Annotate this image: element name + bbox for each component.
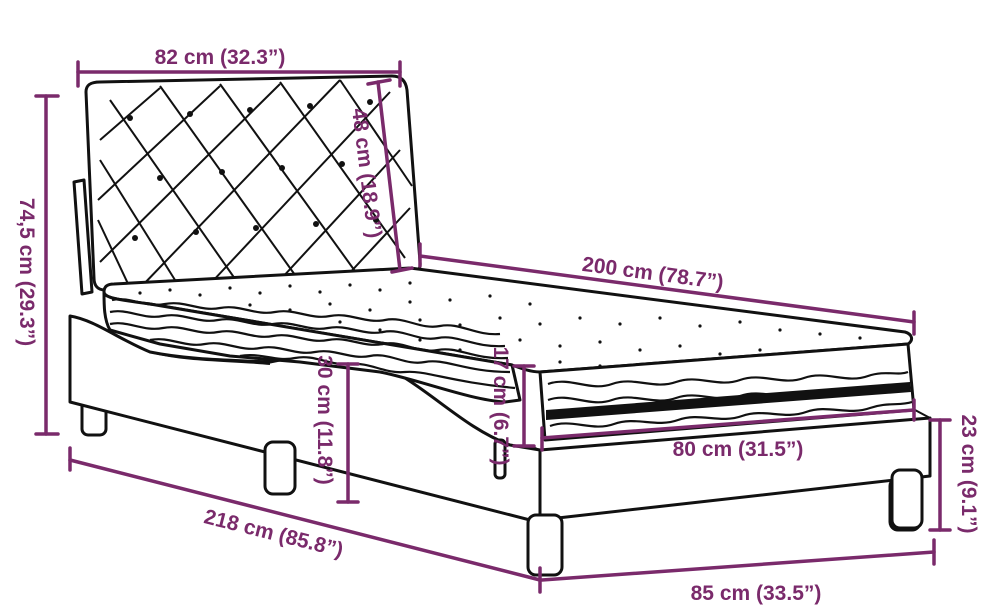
total-height-label: 74,5 cm (29.3”) bbox=[15, 198, 38, 346]
mattress-thickness-label: 17 cm (6.7”) bbox=[489, 346, 512, 465]
headboard-buttons bbox=[127, 99, 379, 241]
front-left-leg-a bbox=[263, 440, 297, 496]
foot-leg bbox=[890, 468, 924, 530]
total-width-label: 85 cm (33.5”) bbox=[691, 582, 822, 605]
inner-width-label: 80 cm (31.5”) bbox=[673, 438, 804, 461]
headboard-side bbox=[72, 178, 94, 296]
headboard-tufting bbox=[97, 79, 413, 289]
front-leg bbox=[526, 513, 564, 577]
side-height-label: 30 cm (11.8”) bbox=[313, 355, 336, 485]
leg-height-label: 23 cm (9.1”) bbox=[957, 414, 980, 533]
headboard-width-label: 82 cm (32.3”) bbox=[155, 46, 286, 69]
side-rail-curve bbox=[69, 315, 271, 365]
inner-leg bbox=[493, 438, 507, 480]
foot-board bbox=[538, 416, 932, 522]
total-length-label: 218 cm (85.8”) bbox=[202, 505, 346, 562]
dimension-lines bbox=[34, 60, 952, 594]
mattress-band bbox=[546, 382, 911, 420]
bed-drawing bbox=[68, 74, 932, 577]
